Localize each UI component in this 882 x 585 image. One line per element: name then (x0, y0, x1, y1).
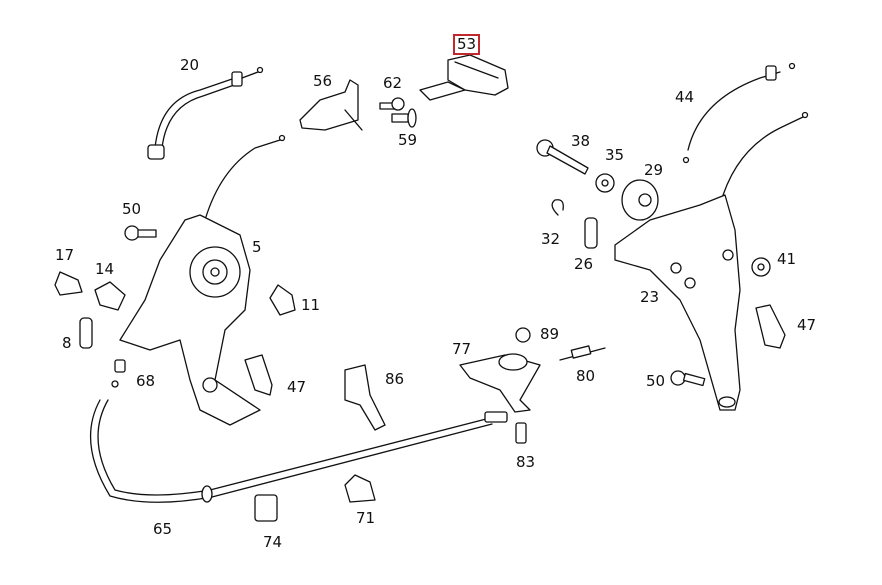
part-68[interactable] (114, 359, 126, 373)
part-77[interactable] (459, 353, 541, 413)
cable-upper-left (204, 139, 281, 221)
callout-59[interactable]: 59 (398, 131, 418, 149)
part-38-bolt[interactable] (536, 139, 589, 175)
part-23-pedal-bracket[interactable] (614, 194, 741, 411)
callout-74[interactable]: 74 (263, 533, 283, 551)
callout-44[interactable]: 44 (675, 88, 695, 106)
callout-5[interactable]: 5 (252, 238, 262, 256)
callout-80[interactable]: 80 (576, 367, 596, 385)
part-74[interactable] (254, 494, 278, 522)
callout-14[interactable]: 14 (95, 260, 115, 278)
part-20-cable[interactable] (147, 66, 264, 160)
callout-50-right[interactable]: 50 (646, 372, 666, 390)
callout-89[interactable]: 89 (540, 325, 560, 343)
callout-29[interactable]: 29 (644, 161, 664, 179)
part-50-bolt-right[interactable] (670, 370, 706, 387)
part-89[interactable] (515, 327, 531, 343)
part-8-spring[interactable] (79, 317, 93, 349)
callout-17[interactable]: 17 (55, 246, 75, 264)
part-41-nut[interactable] (751, 257, 771, 277)
part-44-cable[interactable] (682, 62, 796, 164)
callout-65[interactable]: 65 (153, 520, 173, 538)
part-83[interactable] (515, 422, 527, 444)
part-62[interactable] (379, 97, 405, 111)
part-14[interactable] (94, 281, 126, 311)
callout-35[interactable]: 35 (605, 146, 625, 164)
callout-68[interactable]: 68 (136, 372, 156, 390)
callout-23[interactable]: 23 (640, 288, 660, 306)
part-65-cable[interactable] (90, 380, 508, 503)
callout-77[interactable]: 77 (452, 340, 472, 358)
callout-47-right[interactable]: 47 (797, 316, 817, 334)
part-71[interactable] (344, 474, 376, 503)
part-50-bolt-left[interactable] (124, 225, 157, 241)
part-56[interactable] (299, 79, 363, 131)
callout-26[interactable]: 26 (574, 255, 594, 273)
callout-86[interactable]: 86 (385, 370, 405, 388)
part-17[interactable] (54, 271, 83, 296)
callout-56[interactable]: 56 (313, 72, 333, 90)
callout-47-left[interactable]: 47 (287, 378, 307, 396)
part-32-clip[interactable] (551, 199, 564, 216)
part-35-washer[interactable] (595, 173, 615, 193)
callout-71[interactable]: 71 (356, 509, 376, 527)
callout-41[interactable]: 41 (777, 250, 797, 268)
part-53[interactable] (419, 54, 509, 101)
cable-upper-right (719, 116, 804, 206)
part-86[interactable] (344, 364, 386, 431)
part-59[interactable] (391, 108, 417, 128)
callout-53[interactable]: 53 (453, 34, 481, 55)
part-5-pedal-assembly[interactable] (119, 214, 261, 426)
part-47-right[interactable] (755, 304, 786, 349)
part-26-spring[interactable] (584, 217, 598, 249)
callout-38[interactable]: 38 (571, 132, 591, 150)
callout-11[interactable]: 11 (301, 296, 321, 314)
callout-83[interactable]: 83 (516, 453, 536, 471)
callout-50-left[interactable]: 50 (122, 200, 142, 218)
part-29-bushing[interactable] (621, 179, 659, 221)
callout-8[interactable]: 8 (62, 334, 72, 352)
part-47-left[interactable] (244, 354, 273, 396)
part-80-spring[interactable] (559, 345, 606, 361)
callout-20[interactable]: 20 (180, 56, 200, 74)
callout-62[interactable]: 62 (383, 74, 403, 92)
part-11[interactable] (269, 284, 296, 316)
callout-32[interactable]: 32 (541, 230, 561, 248)
